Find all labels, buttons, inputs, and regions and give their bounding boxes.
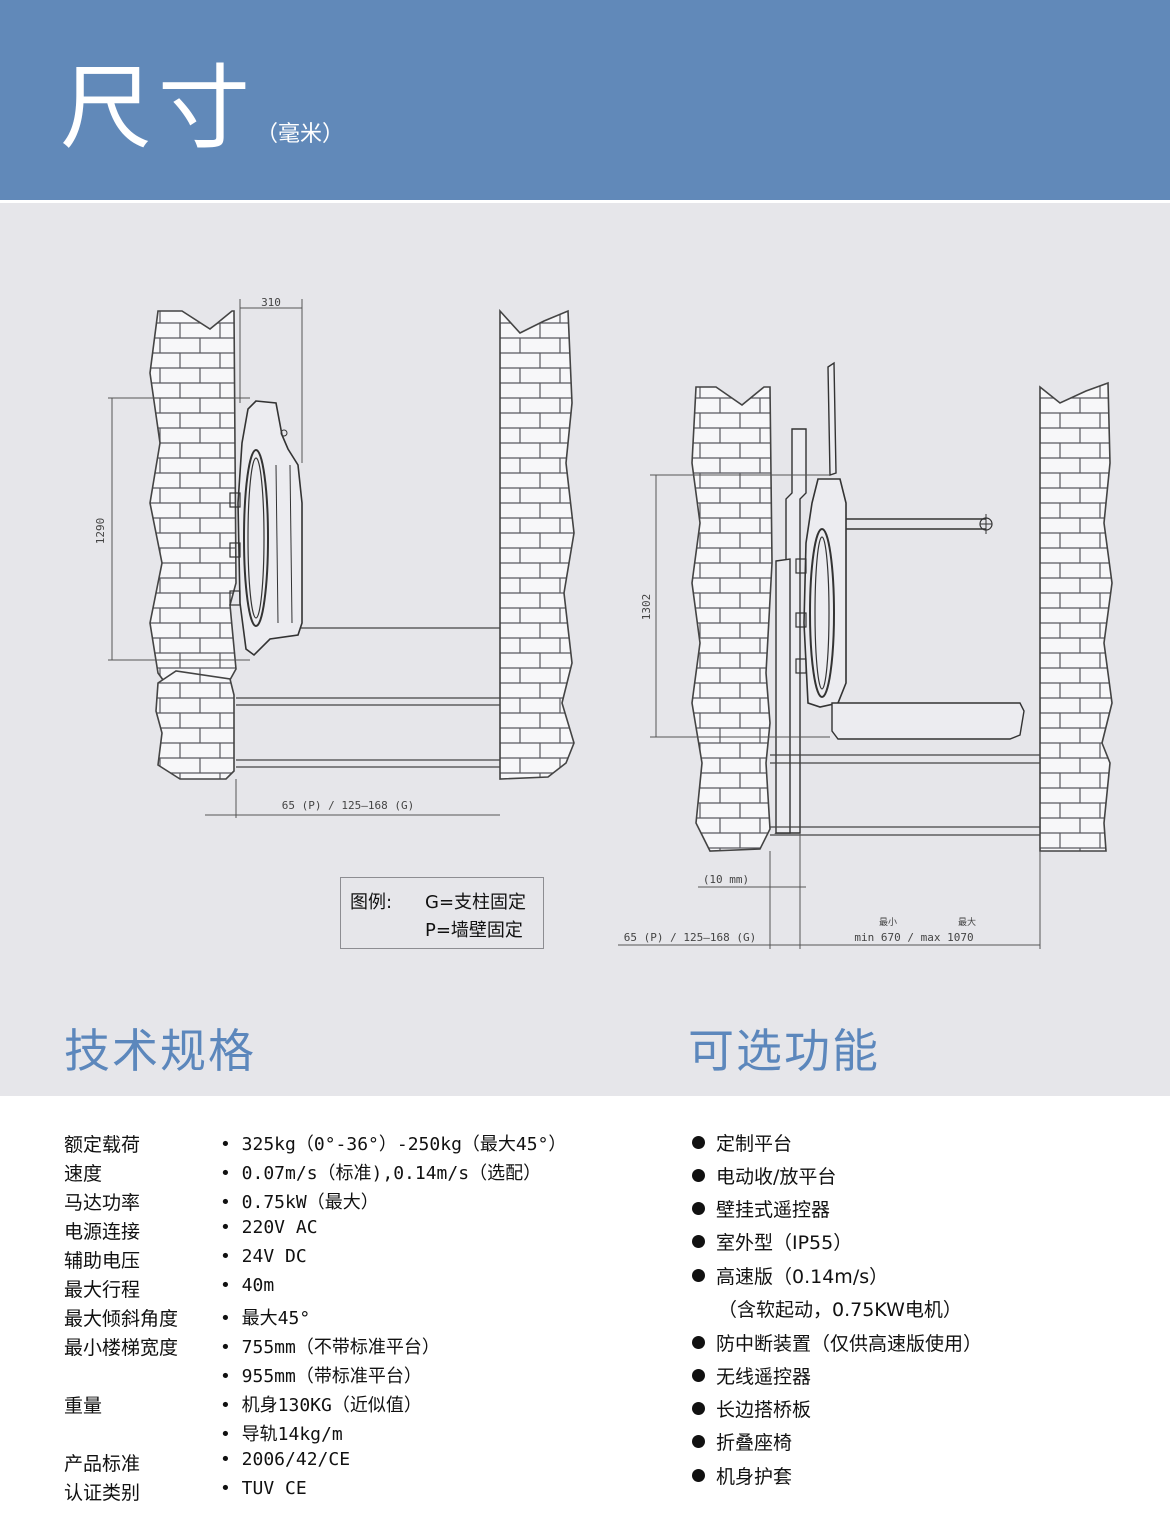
option-text: 防中断装置（仅供高速版使用）: [716, 1333, 983, 1355]
legend-title: 图例:: [350, 892, 393, 913]
dim-bottom-left-label: 65 (P) / 125–168 (G): [282, 799, 414, 812]
left-elevation-drawing: [108, 299, 575, 818]
option-item: 机身护套: [692, 1462, 792, 1489]
dim-max-cjk-label: 最大: [958, 916, 976, 928]
spec-value: • 955mm（带标准平台）: [220, 1366, 422, 1387]
technical-drawing: 310 1290 65 (P) / 125–168 (G) 1302 (10 m…: [94, 296, 1113, 949]
spec-label: 产品标准: [64, 1453, 141, 1475]
spec-label: 马达功率: [64, 1192, 141, 1214]
option-text: 室外型（IP55）: [716, 1232, 853, 1254]
option-text: 长边搭桥板: [716, 1399, 812, 1421]
spec-value: • 0.75kW（最大）: [220, 1192, 379, 1213]
unit-label: （毫米）: [256, 122, 345, 147]
option-text: 无线遥控器: [716, 1366, 812, 1388]
option-item: 折叠座椅: [692, 1428, 792, 1455]
page-title: 尺寸: [60, 55, 257, 162]
spec-value: • 0.07m/s（标准),0.14m/s（选配）: [220, 1163, 542, 1184]
spec-label: 额定载荷: [64, 1134, 141, 1156]
option-text: 定制平台: [716, 1133, 793, 1155]
spec-value: • 220V AC: [220, 1217, 318, 1238]
spec-label: 重量: [64, 1395, 103, 1417]
spec-value: • 24V DC: [220, 1246, 307, 1267]
spec-value: • 导轨14kg/m: [220, 1424, 343, 1445]
dim-10mm-label: (10 mm): [703, 873, 749, 886]
bullet-icon: [692, 1369, 705, 1382]
spec-value: • 325kg（0°-36°）-250kg（最大45°）: [220, 1134, 567, 1155]
option-subtext: （含软起动，0.75KW电机）: [718, 1299, 962, 1321]
option-text: 电动收/放平台: [716, 1166, 837, 1188]
bullet-icon: [692, 1435, 705, 1448]
right-drawing-right-wall: [1039, 381, 1113, 852]
spec-value: • 2006/42/CE: [220, 1449, 351, 1470]
bullet-icon: [692, 1235, 705, 1248]
legend-line-p: P=墙壁固定: [425, 920, 523, 941]
spec-value: • 40m: [220, 1275, 275, 1296]
spec-label: 速度: [64, 1163, 103, 1185]
lift-unit-left: [229, 400, 303, 657]
legend-box: 图例: G=支柱固定 P=墙壁固定: [340, 877, 544, 949]
dimension-drawing-panel: 310 1290 65 (P) / 125–168 (G) 1302 (10 m…: [0, 203, 1170, 1096]
option-item: 壁挂式遥控器: [692, 1195, 830, 1222]
spec-label: 认证类别: [64, 1482, 141, 1504]
left-wall-lower: [155, 670, 235, 780]
option-item: 高速版（0.14m/s）: [692, 1262, 888, 1289]
spec-label: 最大倾斜角度: [64, 1308, 179, 1330]
option-item: 长边搭桥板: [692, 1395, 811, 1422]
options-list: 定制平台 电动收/放平台 壁挂式遥控器 室外型（IP55） 高速版（0.14m/…: [0, 1122, 1170, 1522]
spec-label: 辅助电压: [64, 1250, 141, 1272]
option-item: 无线遥控器: [692, 1362, 811, 1389]
dim-310-label: 310: [261, 296, 281, 309]
bullet-icon: [692, 1469, 705, 1482]
right-drawing-left-wall: [691, 386, 773, 852]
bullet-icon: [692, 1269, 705, 1282]
lift-unit-right: [795, 478, 847, 708]
dim-min-cjk-label: 最小: [879, 917, 897, 928]
bullet-icon: [692, 1402, 705, 1415]
spec-label: 最大行程: [64, 1279, 141, 1301]
options-section-title: 可选功能: [688, 1024, 880, 1078]
right-elevation-drawing: [618, 361, 1113, 949]
bullet-icon: [692, 1202, 705, 1215]
option-item: 定制平台: [692, 1129, 792, 1156]
spec-value: • 最大45°: [220, 1308, 311, 1329]
option-item: 防中断装置（仅供高速版使用）: [692, 1329, 982, 1356]
dim-1302-label: 1302: [640, 594, 653, 621]
option-item: 电动收/放平台: [692, 1162, 836, 1189]
legend-line-g: G=支柱固定: [425, 892, 527, 913]
spec-list: 额定载荷 • 325kg（0°-36°）-250kg（最大45°） 速度 • 0…: [0, 1122, 640, 1522]
spec-label: 最小楼梯宽度: [64, 1337, 179, 1359]
option-text: 壁挂式遥控器: [716, 1199, 831, 1221]
spec-value: • 755mm（不带标准平台）: [220, 1337, 440, 1358]
option-text: 高速版（0.14m/s）: [716, 1266, 889, 1288]
specs-section-title: 技术规格: [64, 1024, 256, 1078]
bullet-icon: [692, 1169, 705, 1182]
spec-value: • 机身130KG（近似值）: [220, 1395, 422, 1416]
spec-label: 电源连接: [64, 1221, 141, 1243]
left-wall-upper: [149, 310, 237, 696]
bullet-icon: [692, 1336, 705, 1349]
page-header: 尺寸 （毫米）: [0, 0, 1170, 200]
dim-range-label: min 670 / max 1070: [854, 931, 973, 944]
option-text: 折叠座椅: [716, 1432, 793, 1454]
bullet-icon: [692, 1136, 705, 1149]
option-text: 机身护套: [716, 1466, 793, 1488]
dim-1290-label: 1290: [94, 518, 107, 545]
option-item: 室外型（IP55）: [692, 1228, 852, 1255]
dim-bottom-right-label: 65 (P) / 125–168 (G): [624, 931, 756, 944]
right-wall: [499, 308, 575, 780]
spec-value: • TUV CE: [220, 1478, 307, 1499]
